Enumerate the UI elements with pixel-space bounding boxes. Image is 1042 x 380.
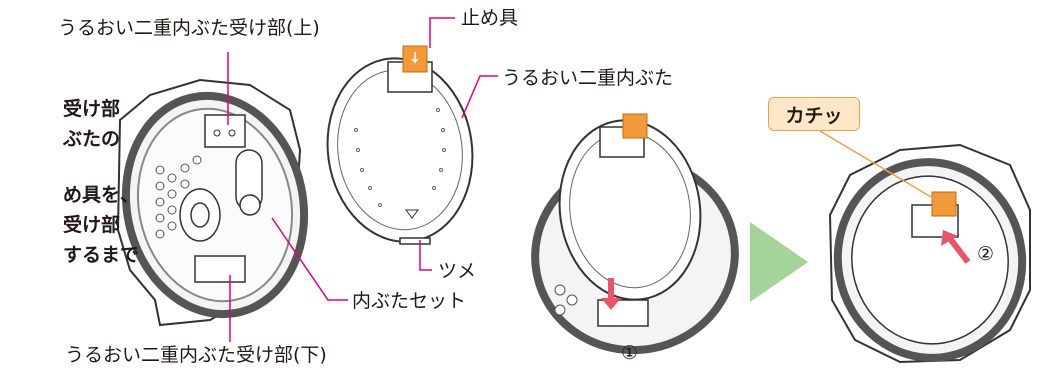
receiver-bottom-label: うるおい二重内ぶた受け部(下) [65, 344, 327, 366]
side-text-line: め具を、 [63, 184, 140, 206]
leader-lines [227, 17, 498, 342]
inner-lid-label: うるおい二重内ぶた [502, 67, 674, 89]
stopper-label: 止め具 [461, 7, 519, 29]
receiver-top-part [204, 114, 246, 148]
locked-step-illustration [828, 143, 1031, 364]
side-text-line: するまで [63, 244, 140, 266]
step-two-marker: ② [977, 243, 995, 265]
side-text-line: 受け部 [63, 98, 121, 120]
cooker-lid-illustration [116, 78, 309, 327]
tab-label: ツメ [438, 260, 477, 282]
receiver-top-label: うるおい二重内ぶた受け部(上) [58, 17, 320, 39]
lid-set-label: 内ぶたセット [352, 290, 467, 312]
click-sound-callout: カチッ [768, 97, 860, 131]
receiver-bottom-part [194, 255, 246, 283]
inner-lid-illustration [326, 45, 474, 245]
up-arrow-icon [945, 234, 971, 264]
insertion-step-illustration [531, 113, 739, 355]
side-text-line: 受け部 [63, 214, 121, 236]
side-text-line: ぶたの [63, 128, 121, 150]
next-step-arrow-icon [750, 222, 808, 302]
step-one-marker: ① [621, 342, 639, 364]
